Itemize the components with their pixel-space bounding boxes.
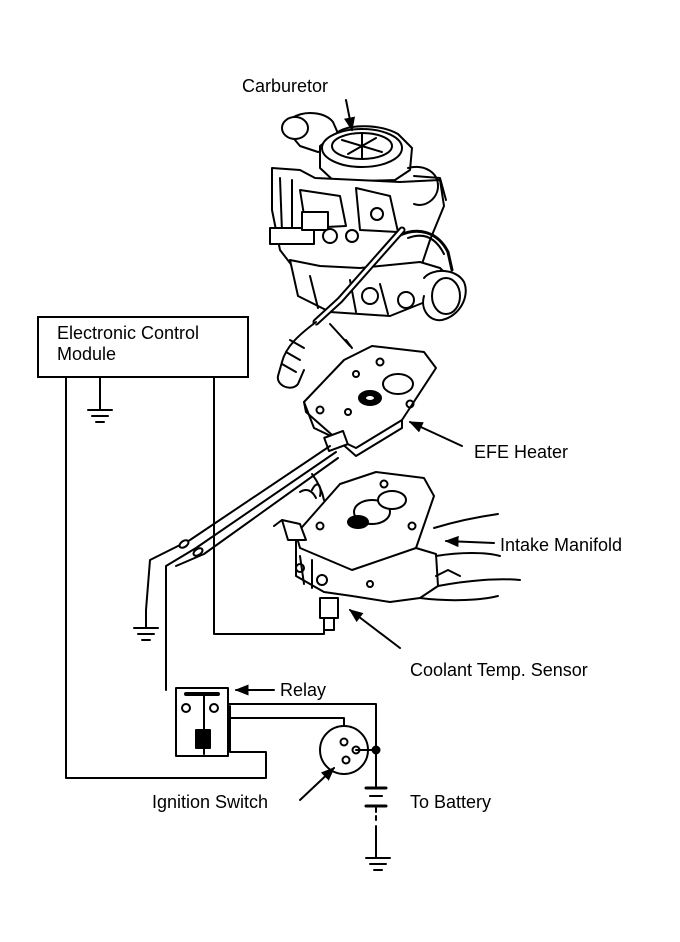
electronic-control-module-box: Electronic Control Module	[37, 316, 249, 378]
coolant-sensor-label: Coolant Temp. Sensor	[410, 660, 588, 680]
wiring-harness	[65, 377, 377, 779]
ignition-switch-symbol	[319, 725, 381, 775]
carburetor-arrow	[344, 99, 356, 132]
ecm-label-line2: Module	[57, 344, 117, 364]
ignition-switch-arrow	[299, 767, 336, 801]
efe-heater-arrow	[408, 421, 463, 447]
intake-manifold-label: Intake Manifold	[500, 535, 623, 555]
to-battery-label: To Battery	[410, 792, 492, 812]
carburetor-drawing	[269, 112, 467, 389]
intake-manifold-drawing	[273, 471, 521, 603]
ground-symbol	[87, 409, 391, 871]
relay-label: Relay	[280, 680, 327, 700]
coolant-sensor-drawing	[319, 597, 339, 631]
ignition-switch-label: Ignition Switch	[152, 792, 269, 812]
relay-symbol	[175, 687, 229, 757]
intake-manifold-arrow	[444, 535, 495, 548]
efe-heater-label: EFE Heater	[474, 442, 569, 462]
efe-heater-drawing	[303, 345, 437, 457]
battery-symbol	[364, 749, 388, 859]
ecm-label-line1: Electronic Control	[57, 323, 200, 343]
carburetor-label: Carburetor	[242, 76, 329, 96]
coolant-sensor-arrow	[348, 609, 401, 649]
